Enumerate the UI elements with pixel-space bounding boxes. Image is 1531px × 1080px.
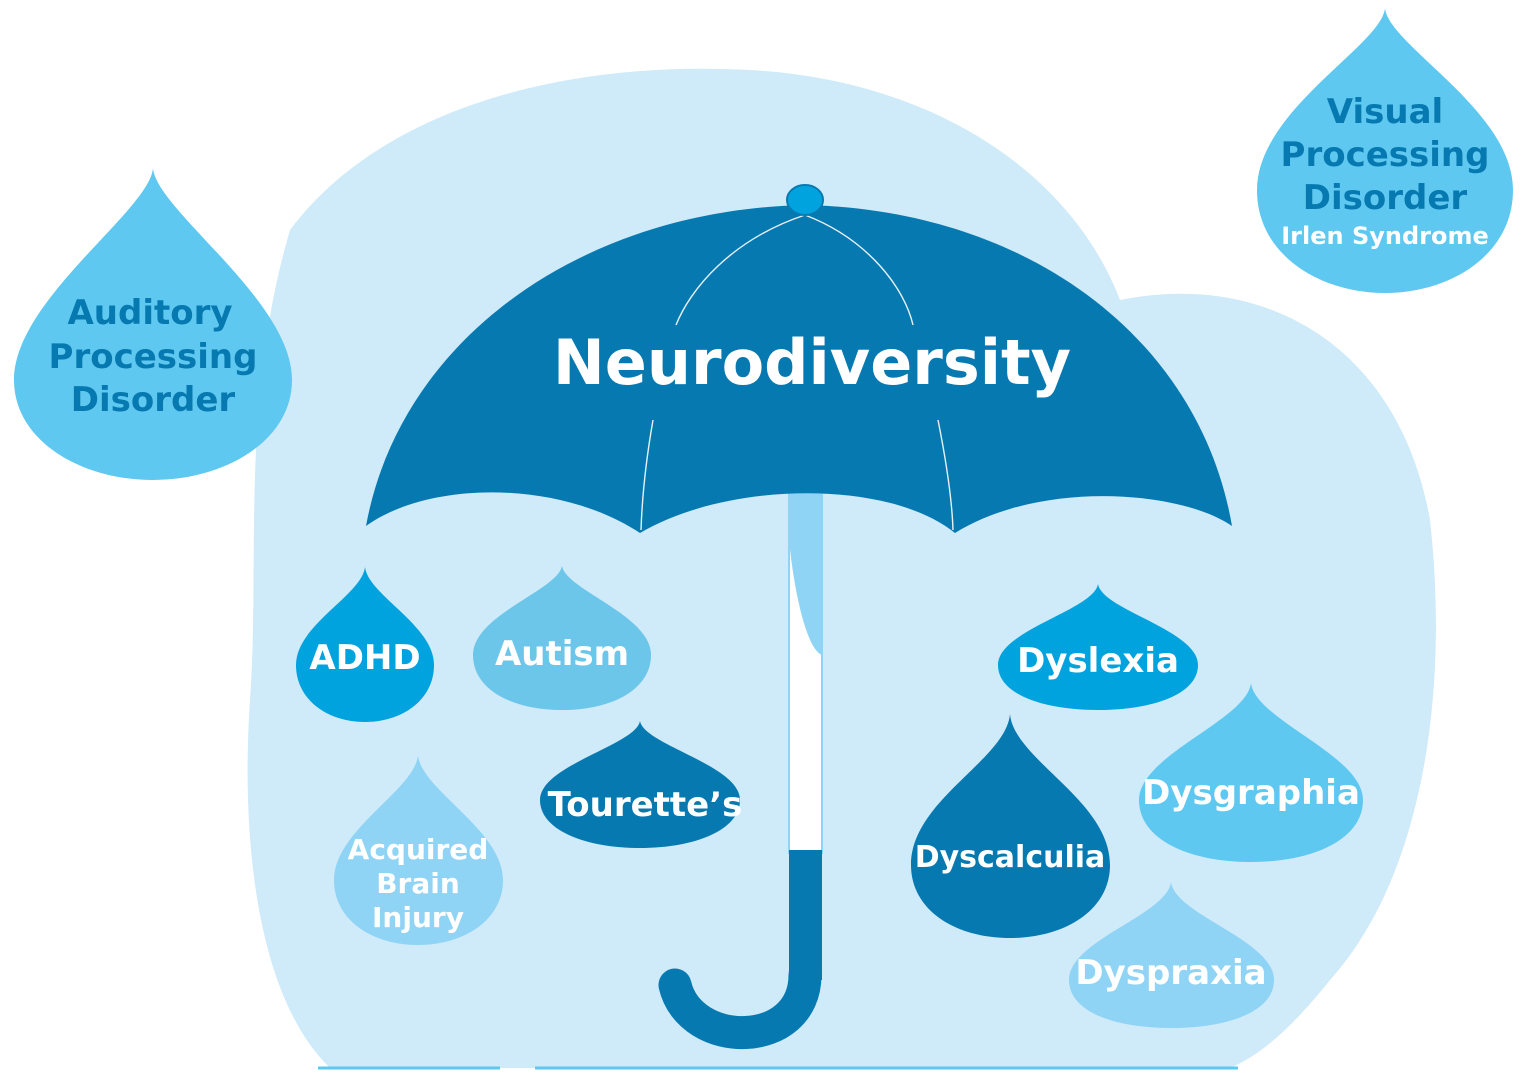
drop-auditory-processing-disorder: Auditory Processing Disorder xyxy=(14,168,292,480)
svg-text:Autism: Autism xyxy=(495,634,629,674)
svg-text:Brain: Brain xyxy=(376,867,460,900)
umbrella-tip xyxy=(786,184,824,216)
svg-text:Disorder: Disorder xyxy=(71,380,236,420)
svg-text:ADHD: ADHD xyxy=(309,638,420,678)
svg-text:Disorder: Disorder xyxy=(1303,178,1468,218)
svg-text:Dyspraxia: Dyspraxia xyxy=(1075,953,1266,993)
drop-adhd: ADHD xyxy=(296,567,434,722)
svg-text:Acquired: Acquired xyxy=(348,833,489,866)
svg-text:Tourette’s: Tourette’s xyxy=(548,785,743,825)
umbrella-shaft xyxy=(788,487,823,980)
drop-visual-processing-disorder: Visual Processing Disorder Irlen Syndrom… xyxy=(1257,8,1513,293)
svg-text:Injury: Injury xyxy=(372,901,464,934)
drop-acquired-brain-injury: Acquired Brain Injury xyxy=(334,755,503,945)
svg-text:Dyslexia: Dyslexia xyxy=(1017,641,1179,681)
svg-text:Irlen Syndrome: Irlen Syndrome xyxy=(1281,222,1489,250)
drop-autism: Autism xyxy=(473,566,651,710)
svg-text:Visual: Visual xyxy=(1327,92,1443,132)
svg-text:Dysgraphia: Dysgraphia xyxy=(1142,773,1360,813)
svg-text:Processing: Processing xyxy=(49,337,258,377)
drop-tourettes: Tourette’s xyxy=(540,721,742,848)
diagram-title: Neurodiversity xyxy=(553,326,1071,399)
umbrella-handle xyxy=(658,958,822,1050)
drop-dysgraphia: Dysgraphia xyxy=(1139,683,1363,862)
svg-text:Auditory: Auditory xyxy=(67,293,232,333)
svg-text:Dyscalculia: Dyscalculia xyxy=(915,840,1106,875)
umbrella-ribs xyxy=(640,214,954,531)
svg-text:Processing: Processing xyxy=(1281,135,1490,175)
drop-dyscalculia: Dyscalculia xyxy=(911,714,1110,938)
drop-dyspraxia: Dyspraxia xyxy=(1069,882,1274,1028)
umbrella-canopy xyxy=(366,205,1232,533)
drop-dyslexia: Dyslexia xyxy=(998,584,1198,710)
